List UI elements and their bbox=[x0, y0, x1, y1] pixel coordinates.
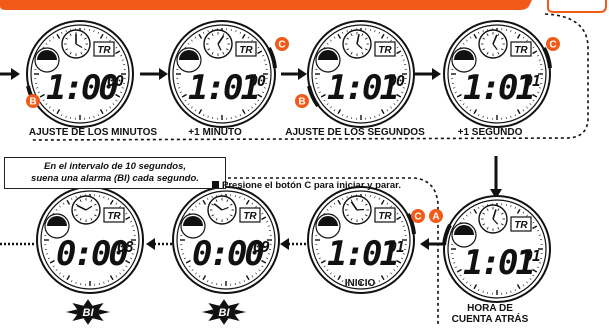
watch-plus-minute-tag-text: TR bbox=[239, 45, 253, 56]
button-b-badge-1: B bbox=[26, 94, 40, 108]
button-c-badge-2: C bbox=[546, 37, 560, 51]
button-c-badge-2-letter: C bbox=[549, 40, 556, 51]
alarm-note-line1: En el intervalo de 10 segundos, bbox=[5, 161, 225, 173]
button-a-badge-letter: A bbox=[432, 212, 439, 223]
watch-start-main-digits: 1:01 bbox=[327, 234, 397, 274]
button-b-badge-1-letter: B bbox=[29, 97, 36, 108]
watch-plus-minute-small-digits: 00 bbox=[249, 72, 266, 90]
arrow-in-head bbox=[11, 68, 20, 80]
label-plus-minute: +1 MINUTO bbox=[165, 127, 265, 138]
label-countdown-line1: HORA DE bbox=[440, 303, 540, 314]
bullet-square-icon bbox=[212, 181, 219, 188]
arrow-3-head bbox=[432, 68, 441, 80]
arrow-1-head bbox=[159, 68, 168, 80]
watch-plus-minute-main-digits: 1:01 bbox=[188, 68, 258, 108]
button-c-badge-3-letter: C bbox=[414, 212, 421, 223]
watch-countdown-time-main-digits: 1:01 bbox=[463, 243, 533, 283]
label-second-adjust: AJUSTE DE LOS SEGUNDOS bbox=[280, 127, 430, 138]
button-a-badge: A bbox=[429, 209, 443, 223]
button-c-badge-1-letter: C bbox=[278, 40, 285, 51]
button-b-badge-2-letter: B bbox=[298, 97, 305, 108]
watch-countdown-09-small-digits: 09 bbox=[253, 238, 270, 256]
watch-minute-adjust-small-digits: 00 bbox=[107, 72, 124, 90]
watch-second-adjust-tag-text: TR bbox=[378, 45, 392, 56]
start-stop-hint-text: Presione el botón C para iniciar y parar… bbox=[222, 180, 401, 191]
button-c-badge-3: C bbox=[411, 209, 425, 223]
watch-minute-adjust-tag-text: TR bbox=[97, 45, 111, 56]
watch-second-adjust-small-digits: 00 bbox=[388, 72, 405, 90]
arrow-2-head bbox=[298, 68, 307, 80]
alarm-burst-1-text: BI bbox=[83, 307, 95, 319]
arrow-6-head bbox=[146, 238, 155, 250]
alarm-burst-2: BI bbox=[202, 299, 246, 325]
alarm-burst-1: BI bbox=[66, 299, 110, 325]
watch-plus-second-main-digits: 1:01 bbox=[463, 68, 533, 108]
watch-countdown-time-small-digits: 01 bbox=[524, 247, 540, 265]
watch-countdown-time-tag-text: TR bbox=[514, 220, 528, 231]
top-tab bbox=[548, 0, 606, 12]
watch-start-small-digits: 01 bbox=[388, 238, 404, 256]
alarm-note-line2: suena una alarma (BI) cada segundo. bbox=[5, 173, 225, 185]
label-plus-second: +1 SEGUNDO bbox=[440, 127, 540, 138]
top-banner bbox=[0, 0, 532, 10]
watch-start-tag-text: TR bbox=[378, 211, 392, 222]
label-start: INICIO bbox=[330, 278, 390, 289]
watch-plus-second-small-digits: 01 bbox=[524, 72, 540, 90]
watch-countdown-08-tag-text: TR bbox=[107, 211, 121, 222]
label-countdown-line2: CUENTA ATRÁS bbox=[430, 314, 550, 325]
arrow-4-head bbox=[420, 238, 429, 250]
alarm-burst-2-text: BI bbox=[219, 307, 231, 319]
label-minute-adjust: AJUSTE DE LOS MINUTOS bbox=[18, 127, 168, 138]
watch-second-adjust-main-digits: 1:01 bbox=[327, 68, 397, 108]
watch-plus-second-tag-text: TR bbox=[514, 45, 528, 56]
button-b-badge-2: B bbox=[295, 94, 309, 108]
arrow-5-head bbox=[280, 238, 289, 250]
button-c-badge-1: C bbox=[275, 37, 289, 51]
watch-countdown-09-tag-text: TR bbox=[243, 211, 257, 222]
alarm-note-box: En el intervalo de 10 segundos, suena un… bbox=[4, 157, 226, 189]
start-stop-hint: Presione el botón C para iniciar y parar… bbox=[212, 180, 401, 191]
watch-countdown-08-small-digits: 08 bbox=[117, 238, 134, 256]
